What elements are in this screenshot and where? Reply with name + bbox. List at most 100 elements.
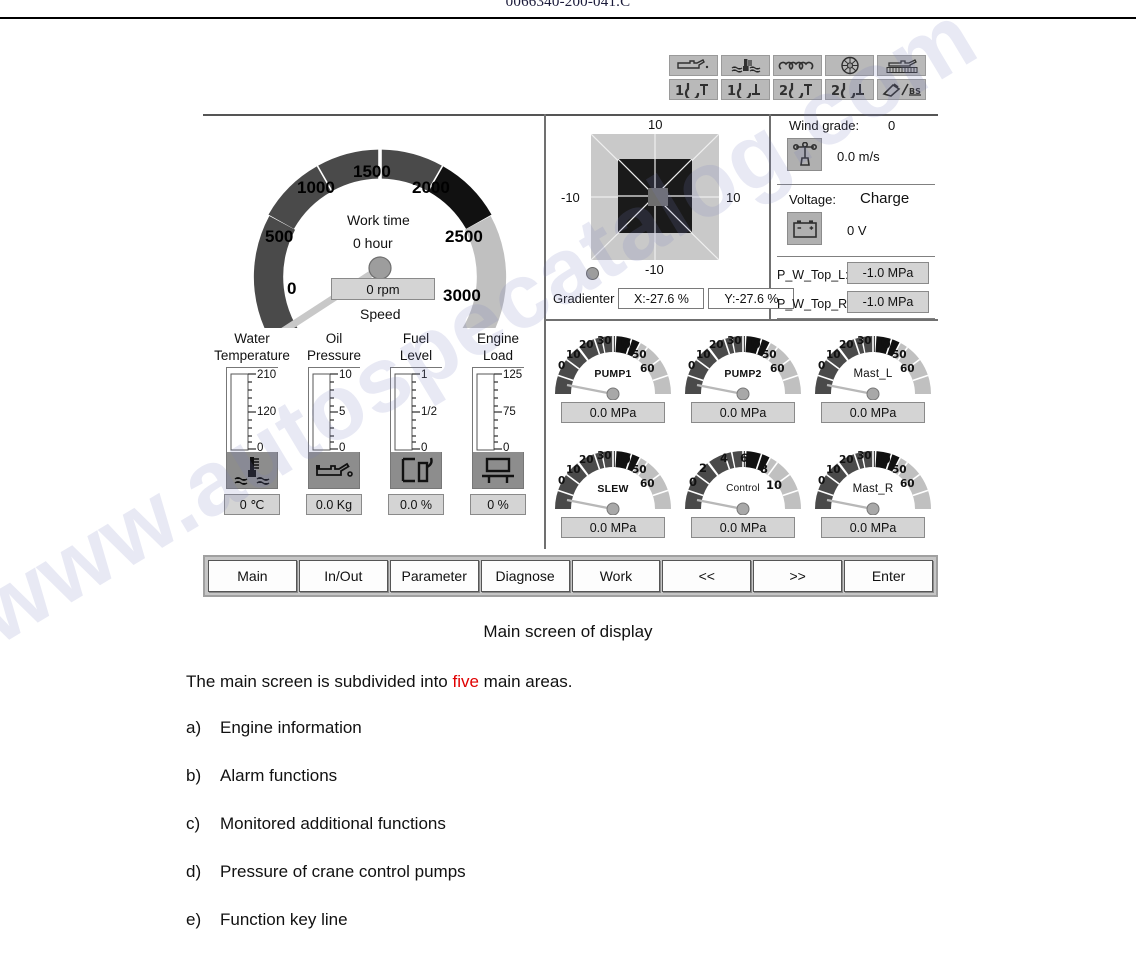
svg-text:2: 2 (699, 461, 707, 475)
svg-text:20: 20 (579, 454, 594, 466)
svg-text:10: 10 (696, 349, 711, 361)
speedo-tick-3000: 3000 (443, 286, 481, 305)
svg-text:1: 1 (675, 84, 684, 98)
slew-title: SLEW (597, 483, 629, 495)
svg-text:30: 30 (727, 335, 742, 347)
oil-pressure-tick-high: 10 (339, 369, 352, 381)
svg-text:60: 60 (640, 478, 655, 490)
speedo-tick-2500: 2500 (445, 227, 483, 246)
list-text-a: Engine information (220, 718, 362, 737)
fuel-pump-icon (391, 452, 441, 488)
document-header: 0066340-200-041.C (0, 0, 1136, 22)
p-w-top-l-label: P_W_Top_L: (777, 268, 849, 282)
pump1-title: PUMP1 (594, 368, 632, 380)
alarm-icon-bar: 1 1 2 (669, 55, 931, 103)
engine-load-title-1: Engine (476, 331, 520, 346)
svg-text:40: 40 (876, 339, 891, 351)
mast-r-title: Mast_R (852, 483, 894, 495)
divider-horizontal-right (546, 319, 938, 321)
oil-pressure-readout: 0.0 Kg (306, 494, 362, 515)
gradienter-center-box (648, 188, 668, 206)
fkey-main[interactable]: Main (208, 560, 297, 592)
mast-l-readout: 0.0 MPa (821, 402, 925, 423)
pump2-title: PUMP2 (724, 368, 762, 380)
hoist-1-down-icon[interactable]: 1 (721, 79, 770, 100)
fkey-in-out[interactable]: In/Out (298, 560, 388, 592)
voltage-state: Charge (860, 190, 910, 207)
fkey-diagnose[interactable]: Diagnose (480, 560, 570, 592)
control-title: Control (726, 483, 760, 494)
glow-plug-icon[interactable] (773, 55, 822, 76)
control-readout: 0.0 MPa (691, 517, 795, 538)
gradienter-x-field: X:-27.6 % (618, 288, 705, 309)
list-text-c: Monitored additional functions (220, 814, 446, 833)
svg-text:50: 50 (632, 349, 647, 361)
pump1-readout: 0.0 MPa (561, 402, 665, 423)
p-w-top-l-value: -1.0 MPa (847, 262, 929, 284)
svg-text:30: 30 (857, 450, 872, 462)
fkey-work[interactable]: Work (571, 560, 661, 592)
svg-text:20: 20 (839, 339, 854, 351)
svg-text:40: 40 (746, 339, 761, 351)
pressure-gauge-slew: 0 10 20 30 40 50 60 SLEW 0.0 MPa (548, 439, 678, 547)
fuel-level-body: 1 1/2 0 (390, 367, 443, 489)
fkey-prev[interactable]: << (662, 560, 752, 592)
svg-text:1: 1 (727, 84, 736, 98)
engine-load-title-2: Load (482, 348, 514, 363)
document-code: 0066340-200-041.C (505, 0, 631, 10)
fkey-next[interactable]: >> (753, 560, 843, 592)
speedo-tick-1500: 1500 (353, 162, 391, 181)
oil-pressure-title-1: Oil (325, 331, 343, 346)
bar-gauge-oil-pressure: Oil Pressure 10 5 0 (295, 330, 373, 515)
hoist-2-down-icon[interactable]: 2 (825, 79, 874, 100)
oil-cooler-icon[interactable] (877, 55, 926, 76)
engine-load-icon (473, 452, 523, 488)
bar-gauge-engine-load: Engine Load 125 75 0 (459, 330, 537, 515)
gradienter-inner-box (618, 159, 692, 233)
engine-load-body: 125 75 0 (472, 367, 525, 489)
alarm-icon-row-2: 1 1 2 (669, 79, 931, 100)
fuel-level-title-1: Fuel (402, 331, 430, 346)
svg-text:30: 30 (597, 335, 612, 347)
figure-caption: Main screen of display (483, 622, 653, 641)
svg-text:0: 0 (818, 475, 825, 487)
pressure-gauge-mast-r: 0 10 20 30 40 50 60 Mast_R 0.0 MPa (808, 439, 938, 547)
hoist-2-up-icon[interactable]: 2 (773, 79, 822, 100)
svg-text:30: 30 (857, 335, 872, 347)
coolant-temperature-icon[interactable] (721, 55, 770, 76)
list-text-d: Pressure of crane control pumps (220, 862, 466, 881)
list-marker-b: b) (186, 766, 202, 785)
engine-load-tick-low: 0 (503, 442, 510, 454)
svg-text:0: 0 (558, 360, 565, 372)
bar-gauge-water-temperature: Water Temperature 210 120 0 (213, 330, 291, 515)
bar-gauge-fuel-level: Fuel Level 1 1/2 0 (377, 330, 455, 515)
svg-text:50: 50 (892, 464, 907, 476)
hoist-1-up-icon[interactable]: 1 (669, 79, 718, 100)
oil-pressure-icon[interactable] (669, 55, 718, 76)
fuel-level-tick-low: 0 (421, 442, 428, 454)
water-temperature-readout: 0 ℃ (224, 494, 280, 515)
list-item: a) Engine information (186, 718, 946, 738)
svg-text:60: 60 (900, 363, 915, 375)
status-separator-1 (777, 184, 935, 185)
list-marker-d: d) (186, 862, 202, 881)
engine-bar-gauges: Water Temperature 210 120 0 (213, 330, 543, 545)
pressure-gauge-pump2: 0 10 20 30 40 50 60 PUMP2 0.0 MPa (678, 324, 808, 432)
svg-text:0: 0 (558, 475, 565, 487)
svg-text:40: 40 (616, 339, 631, 351)
air-filter-icon[interactable] (825, 55, 874, 76)
gradienter-y-field: Y:-27.6 % (708, 288, 795, 309)
speed-limit-icon[interactable]: BS (877, 79, 926, 100)
intro-after: main areas. (478, 672, 573, 691)
work-time-value: 0 hour (353, 235, 393, 251)
intro-highlight: five (452, 672, 479, 691)
gradienter-label: Gradienter (553, 291, 615, 306)
gradienter-axis-left: -10 (561, 190, 580, 205)
fuel-level-title-2: Level (399, 348, 433, 363)
fkey-enter[interactable]: Enter (844, 560, 933, 592)
display-frame (203, 114, 938, 551)
oil-pressure-title-2: Pressure (306, 348, 362, 363)
svg-text:0: 0 (688, 360, 695, 372)
body-text: The main screen is subdivided into five … (186, 672, 946, 958)
fkey-parameter[interactable]: Parameter (389, 560, 479, 592)
